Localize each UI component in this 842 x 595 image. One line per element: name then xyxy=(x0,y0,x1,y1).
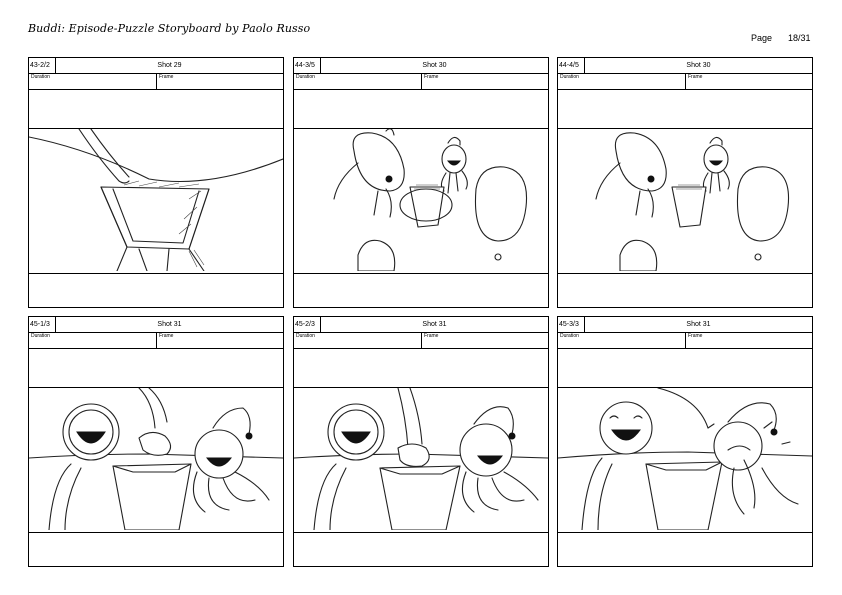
panel-header: 43-2/2 Shot 29 xyxy=(29,58,283,74)
scene-id: 44-3/5 xyxy=(294,58,321,73)
panel-header: 45-3/3 Shot 31 xyxy=(558,317,812,333)
frame-label: Frame xyxy=(159,333,174,339)
storyboard-panel: 45-1/3 Shot 31 Duration Frame xyxy=(28,316,284,567)
shot-label: Shot 31 xyxy=(686,321,711,328)
frame-label: Frame xyxy=(688,74,703,80)
duration-label: Duration xyxy=(29,332,157,348)
storyboard-panel: 45-2/3 Shot 31 Duration Frame xyxy=(293,316,549,567)
panel-meta-row: Duration Frame xyxy=(558,332,812,349)
sketch-hand-on-vase xyxy=(29,129,283,271)
panel-meta-row: Duration Frame xyxy=(294,73,548,90)
shot-label: Shot 31 xyxy=(157,321,182,328)
shot-label: Shot 30 xyxy=(422,62,447,69)
shot-label: Shot 31 xyxy=(422,321,447,328)
panel-header: 44-3/5 Shot 30 xyxy=(294,58,548,74)
scene-id: 43-2/2 xyxy=(29,58,56,73)
sketch-characters-around-vase xyxy=(333,129,528,271)
duration-label: Duration xyxy=(558,332,686,348)
duration-label: Duration xyxy=(558,73,686,89)
frame-label: Frame xyxy=(159,74,174,80)
frame-label: Frame xyxy=(688,333,703,339)
sketch-buddi-reaching-vase xyxy=(294,388,548,530)
page-label: Page xyxy=(751,33,773,43)
sketch-frame xyxy=(294,387,548,533)
sketch-frame xyxy=(29,128,283,274)
panel-header: 44-4/5 Shot 30 xyxy=(558,58,812,74)
storyboard-panel: 45-3/3 Shot 31 Duration Frame xyxy=(557,316,813,567)
duration-label: Duration xyxy=(29,73,157,89)
panel-meta-row: Duration Frame xyxy=(294,332,548,349)
duration-label: Duration xyxy=(294,332,422,348)
page-number: 18/31 xyxy=(788,33,811,43)
panel-header: 45-2/3 Shot 31 xyxy=(294,317,548,333)
panel-meta-row: Duration Frame xyxy=(558,73,812,90)
shot-label: Shot 30 xyxy=(686,62,711,69)
duration-label: Duration xyxy=(294,73,422,89)
shot-label: Shot 29 xyxy=(157,62,182,69)
frame-label: Frame xyxy=(424,333,439,339)
scene-id: 45-2/3 xyxy=(294,317,321,332)
storyboard-panel: 44-3/5 Shot 30 Duration Frame xyxy=(293,57,549,308)
scene-id: 44-4/5 xyxy=(558,58,585,73)
panel-meta-row: Duration Frame xyxy=(29,73,283,90)
sketch-characters-around-vase xyxy=(595,132,790,271)
sketch-octopus-drinking xyxy=(558,388,812,530)
panel-header: 45-1/3 Shot 31 xyxy=(29,317,283,333)
sketch-buddi-and-octopus xyxy=(29,388,283,530)
storyboard-panel: 43-2/2 Shot 29 Duration Frame xyxy=(28,57,284,308)
document-title: Buddi: Episode-Puzzle Storyboard by Paol… xyxy=(28,22,311,35)
sketch-frame xyxy=(29,387,283,533)
sketch-frame xyxy=(294,128,548,274)
scene-id: 45-1/3 xyxy=(29,317,56,332)
sketch-frame xyxy=(558,128,812,274)
sketch-frame xyxy=(558,387,812,533)
scene-id: 45-3/3 xyxy=(558,317,585,332)
frame-label: Frame xyxy=(424,74,439,80)
panel-meta-row: Duration Frame xyxy=(29,332,283,349)
storyboard-panel: 44-4/5 Shot 30 Duration Frame xyxy=(557,57,813,308)
